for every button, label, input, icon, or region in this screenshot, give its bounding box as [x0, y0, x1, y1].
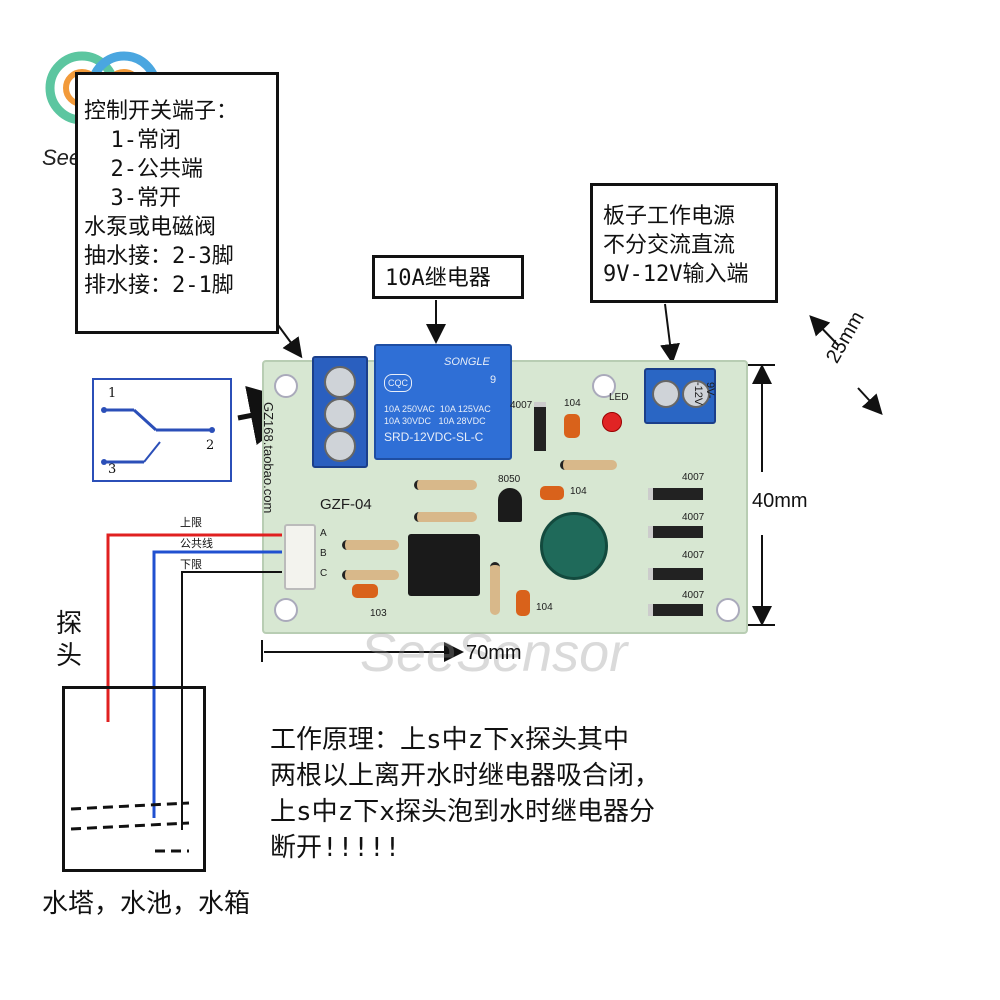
power-line: 不分交流直流 [603, 233, 736, 258]
board-name: GZF-04 [320, 496, 372, 513]
mount-hole [274, 374, 298, 398]
transistor-icon [498, 488, 522, 522]
tank-caption: 水塔，水池，水箱 [42, 889, 251, 919]
relay-callout-text: 10A继电器 [385, 266, 491, 291]
terminal-line: 水泵或电磁阀 [84, 215, 217, 240]
power-callout: 板子工作电源 不分交流直流 9V-12V输入端 [590, 183, 778, 303]
description-line: 两根以上离开水时继电器吸合闭， [270, 761, 661, 791]
mount-hole [274, 598, 298, 622]
resistor-icon [490, 562, 500, 615]
wire-label-lower: 下限 [180, 558, 202, 571]
watermark: SeeSensor [360, 623, 628, 683]
resistor-icon [342, 540, 399, 550]
power-terminal-block [644, 368, 716, 424]
description-block: 工作原理：上s中z下x探头其中 两根以上离开水时继电器吸合闭， 上s中z下x探头… [270, 722, 660, 866]
capacitor-icon [352, 584, 378, 598]
screw-icon [324, 366, 356, 398]
switch-pin-3: 3 [108, 462, 117, 477]
capacitor-icon [564, 414, 580, 438]
description-line: 工作原理：上s中z下x探头其中 [270, 725, 629, 755]
ic-chip-icon [408, 534, 480, 596]
cqc-mark-icon: CQC [384, 374, 412, 392]
screw-icon [324, 398, 356, 430]
wire-label-upper: 上限 [180, 516, 202, 529]
relay-callout: 10A继电器 [372, 255, 524, 299]
diode-silk-label: 4007 [682, 472, 705, 483]
cap-silk-label: 103 [370, 608, 387, 619]
switch-diagram: 1 2 3 [92, 378, 232, 482]
terminal-line: 抽水接：2-3脚 [84, 244, 234, 269]
switch-symbol-icon [101, 407, 215, 465]
pcb-board: SONGLE 9 CQC 10A 250VAC 10A 125VAC 10A 3… [261, 344, 748, 634]
electrolytic-capacitor-icon [540, 512, 608, 580]
capacitor-icon [540, 486, 564, 500]
power-line: 板子工作电源 [603, 204, 736, 229]
terminal-line: 2-公共端 [84, 157, 203, 182]
terminal-line: 3-常开 [84, 186, 181, 211]
led-icon [602, 412, 622, 432]
probe-label: 头 [56, 641, 83, 671]
diode-icon [648, 488, 703, 500]
description-line: 上s中z下x探头泡到水时继电器分 [270, 797, 655, 827]
probe-label: 探 [56, 609, 83, 639]
resistor-icon [342, 570, 399, 580]
resistor-icon [560, 460, 617, 470]
screw-icon [652, 380, 680, 408]
terminal-line: 控制开关端子： [84, 99, 239, 124]
transistor-silk-label: 8050 [498, 474, 521, 485]
relay-rating: 10A 30VDC 10A 28VDC [384, 416, 486, 426]
conn-pin-label: A [320, 528, 327, 539]
relay-rating: 10A 250VAC 10A 125VAC [384, 404, 491, 414]
terminal-line: 排水接：2-1脚 [84, 273, 234, 298]
capacitor-icon [516, 590, 530, 616]
conn-pin-label: C [320, 568, 328, 579]
probe-connector [284, 524, 316, 590]
screw-icon [682, 380, 710, 408]
led-silk-label: LED [609, 392, 629, 403]
terminal-callout: 控制开关端子： 1-常闭 2-公共端 3-常开 水泵或电磁阀 抽水接：2-3脚 … [75, 72, 279, 334]
wire-label-common: 公共线 [180, 537, 213, 550]
switch-pin-2: 2 [206, 438, 215, 453]
relay-pin-no: 9 [490, 374, 497, 386]
cap-silk-label: 104 [536, 602, 553, 613]
diode-silk-label: 4007 [682, 590, 705, 601]
mount-hole [716, 598, 740, 622]
dimension-width: 70mm [466, 642, 522, 664]
description-line: 断开!!!!! [270, 833, 401, 863]
conn-pin-label: B [320, 548, 327, 559]
cap-silk-label: 104 [570, 486, 587, 497]
relay-model: SRD-12VDC-SL-C [384, 430, 484, 444]
diode-silk-label: 4007 [682, 550, 705, 561]
water-level-icon [70, 801, 190, 853]
diode-icon [648, 568, 703, 580]
relay-component: SONGLE 9 CQC 10A 250VAC 10A 125VAC 10A 3… [374, 344, 512, 460]
resistor-icon [414, 512, 477, 522]
terminal-line: 1-常闭 [84, 128, 181, 153]
relay-brand: SONGLE [444, 356, 490, 368]
diode-icon [648, 604, 703, 616]
dimension-height: 40mm [752, 490, 808, 512]
switch-pin-1: 1 [108, 386, 117, 401]
diode-icon [534, 402, 546, 451]
mount-hole [592, 374, 616, 398]
diode-icon [648, 526, 703, 538]
cap-silk-label: 104 [564, 398, 581, 409]
diode-silk-label: 4007 [510, 400, 533, 411]
diode-silk-label: 4007 [682, 512, 705, 523]
water-tank [62, 686, 206, 872]
screw-icon [324, 430, 356, 462]
resistor-icon [414, 480, 477, 490]
power-line: 9V-12V输入端 [603, 262, 749, 287]
terminal-block-3pin [312, 356, 368, 468]
